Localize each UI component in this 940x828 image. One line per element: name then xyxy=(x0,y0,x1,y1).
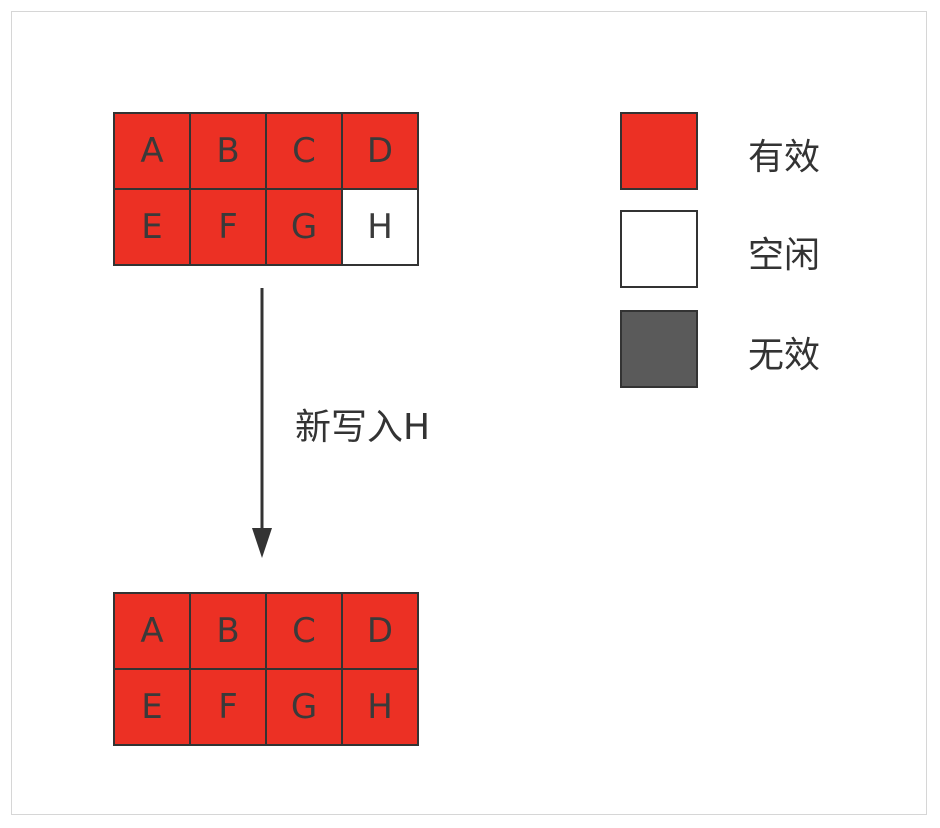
down-arrow-icon xyxy=(252,288,272,558)
block-cell-b-valid: B xyxy=(191,114,267,190)
block-cell-d-valid: D xyxy=(343,114,419,190)
block-grid-before: A B C D E F G H xyxy=(113,112,419,266)
block-cell-g-valid: G xyxy=(267,190,343,266)
block-cell-a-valid: A xyxy=(115,594,191,670)
legend-label: 有效 xyxy=(748,137,821,178)
block-cell-b-valid: B xyxy=(191,594,267,670)
legend-swatch-invalid xyxy=(620,310,698,388)
block-cell-a-valid: A xyxy=(115,114,191,190)
legend-swatch-valid xyxy=(620,112,698,190)
block-cell-c-valid: C xyxy=(267,114,343,190)
legend-item-valid: 有效 xyxy=(620,112,880,190)
block-cell-f-valid: F xyxy=(191,670,267,746)
block-grid-after: A B C D E F G H xyxy=(113,592,419,746)
arrow-label: 新写入H xyxy=(295,407,431,448)
legend-item-free: 空闲 xyxy=(620,210,880,288)
legend-swatch-free xyxy=(620,210,698,288)
legend-item-invalid: 无效 xyxy=(620,310,880,388)
block-cell-h-valid: H xyxy=(343,670,419,746)
block-cell-c-valid: C xyxy=(267,594,343,670)
block-cell-e-valid: E xyxy=(115,190,191,266)
legend-label: 空闲 xyxy=(748,235,821,276)
legend-label: 无效 xyxy=(748,335,821,376)
block-cell-f-valid: F xyxy=(191,190,267,266)
block-cell-d-valid: D xyxy=(343,594,419,670)
arrow-head xyxy=(252,528,272,558)
block-cell-g-valid: G xyxy=(267,670,343,746)
block-cell-h-free: H xyxy=(343,190,419,266)
block-cell-e-valid: E xyxy=(115,670,191,746)
